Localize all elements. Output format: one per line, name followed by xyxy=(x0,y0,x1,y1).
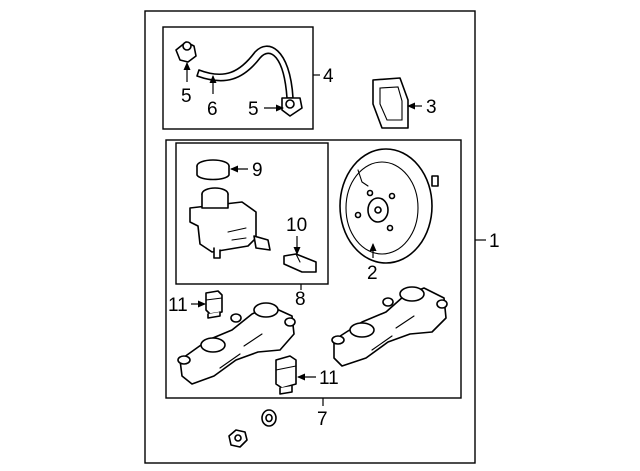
outer-frame xyxy=(144,10,476,464)
washer-part xyxy=(261,409,277,427)
callout-3: 3 xyxy=(426,97,437,118)
callout-11b: 11 xyxy=(319,368,339,389)
nut-part xyxy=(228,429,248,448)
callout-1: 1 xyxy=(489,231,500,252)
callout-11a: 11 xyxy=(168,295,188,316)
reservoir-cap-part xyxy=(196,159,230,181)
callout-5b: 5 xyxy=(248,99,259,120)
master-cylinder-left-part xyxy=(177,302,296,385)
reservoir-group-frame xyxy=(175,142,329,285)
hose-clamp-lower-part xyxy=(281,97,303,117)
master-cylinder-group-frame xyxy=(165,139,462,399)
fluid-level-sensor-part xyxy=(283,253,317,273)
hose-clamp-upper-part xyxy=(175,41,197,63)
fitting-lower-part xyxy=(275,355,297,395)
callout-10: 10 xyxy=(286,215,307,236)
brake-booster-part xyxy=(339,148,439,264)
vacuum-hose-part xyxy=(196,45,294,99)
callout-6: 6 xyxy=(207,99,218,120)
booster-gasket-part xyxy=(372,77,409,129)
fluid-reservoir-part xyxy=(189,187,271,259)
callout-4: 4 xyxy=(323,66,334,87)
hose-group-frame xyxy=(162,26,314,130)
callout-2: 2 xyxy=(367,263,378,284)
master-cylinder-right-part xyxy=(331,286,448,367)
callout-5a: 5 xyxy=(181,86,192,107)
callout-9: 9 xyxy=(252,160,263,181)
callout-8: 8 xyxy=(295,289,306,310)
fitting-upper-part xyxy=(205,290,223,319)
callout-7: 7 xyxy=(317,409,328,430)
